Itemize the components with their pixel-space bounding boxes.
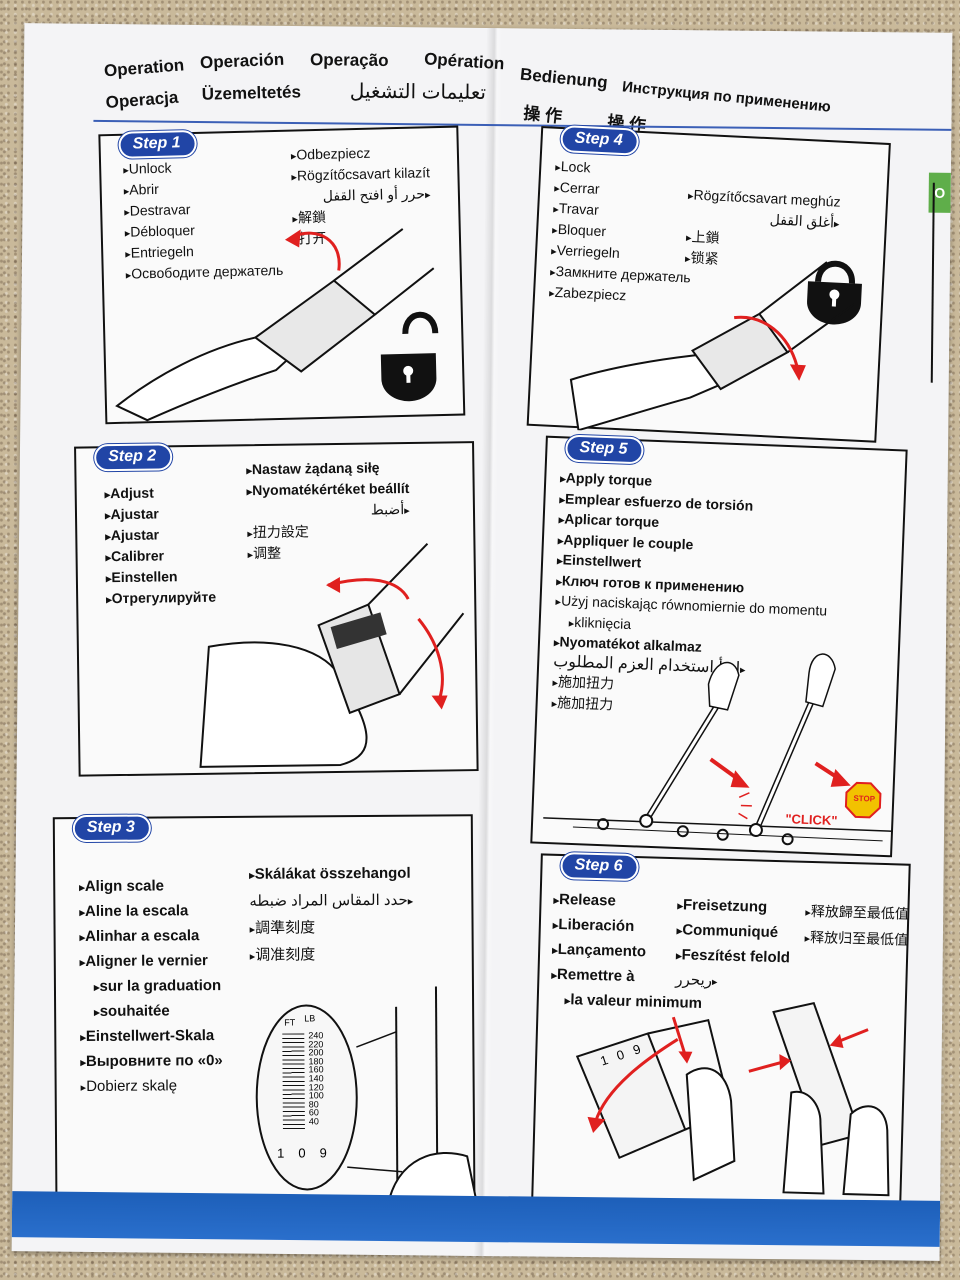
stop-label: STOP bbox=[853, 793, 876, 804]
scale-unit-ft: FT bbox=[284, 1017, 296, 1028]
closed-padlock-icon bbox=[807, 260, 862, 325]
scale-values: 240 220 200 180 160 140 120 100 80 60 40 bbox=[308, 1030, 324, 1127]
next-panel-edge bbox=[930, 182, 951, 383]
step-3-illustration bbox=[255, 986, 478, 1208]
step-6-panel: Step 6 Release Liberación Lançamento Rem… bbox=[531, 851, 911, 1214]
title-chinese-1: 操 作 bbox=[522, 103, 563, 127]
dial-digits: 109 bbox=[277, 1145, 341, 1160]
step-2-illustration bbox=[199, 543, 465, 768]
title-uzemeltetes: Üzemeltetés bbox=[201, 82, 302, 104]
scale-unit-lb: LB bbox=[304, 1013, 316, 1024]
instruction-sheet: O Operation Operación Operação Opération… bbox=[11, 23, 953, 1261]
click-label: "CLICK" bbox=[785, 811, 838, 829]
step-1-illustration bbox=[115, 228, 439, 422]
dial-digit: 9 bbox=[319, 1145, 341, 1161]
title-bedienung: Bedienung bbox=[519, 64, 609, 93]
step-4-illustration bbox=[569, 260, 862, 432]
step-5-panel: Step 5 Apply torque Emplear esfuerzo de … bbox=[530, 434, 908, 858]
scale-value: 40 bbox=[308, 1116, 319, 1127]
step-2-panel: Step 2 Adjust Ajustar Ajustar Calibrer E… bbox=[74, 441, 479, 777]
dial-digit: 1 bbox=[277, 1145, 299, 1161]
step-5-illustration bbox=[543, 653, 894, 846]
title-operacion: Operación bbox=[199, 49, 285, 73]
title-operacja: Operacja bbox=[104, 87, 180, 113]
title-russian: Инструкция по применению bbox=[621, 78, 832, 116]
title-operation: Operation bbox=[103, 55, 185, 81]
title-arabic: تعليمات التشغيل bbox=[349, 80, 487, 105]
scale-zoom: FT LB 240 220 200 180 160 140 120 100 80… bbox=[272, 1013, 343, 1167]
step-1-panel: Step 1 Unlock Abrir Destravar Débloquer … bbox=[98, 125, 466, 425]
open-padlock-icon bbox=[380, 311, 439, 402]
stop-sign-icon bbox=[844, 781, 882, 819]
click-burst-icon bbox=[738, 792, 752, 820]
title-operacao: Operação bbox=[309, 50, 389, 70]
title-operation-fr: Opération bbox=[423, 49, 505, 74]
step-4-panel: Step 4 Lock Cerrar Travar Bloquer Verrie… bbox=[526, 124, 891, 443]
dial-digit: 0 bbox=[298, 1145, 320, 1161]
scale-ticks bbox=[282, 1033, 305, 1130]
step-3-panel: Step 3 Align scale Aline la escala Alinh… bbox=[52, 814, 478, 1208]
bottom-blue-band bbox=[11, 1191, 941, 1247]
step-6-illustration bbox=[575, 1001, 890, 1197]
